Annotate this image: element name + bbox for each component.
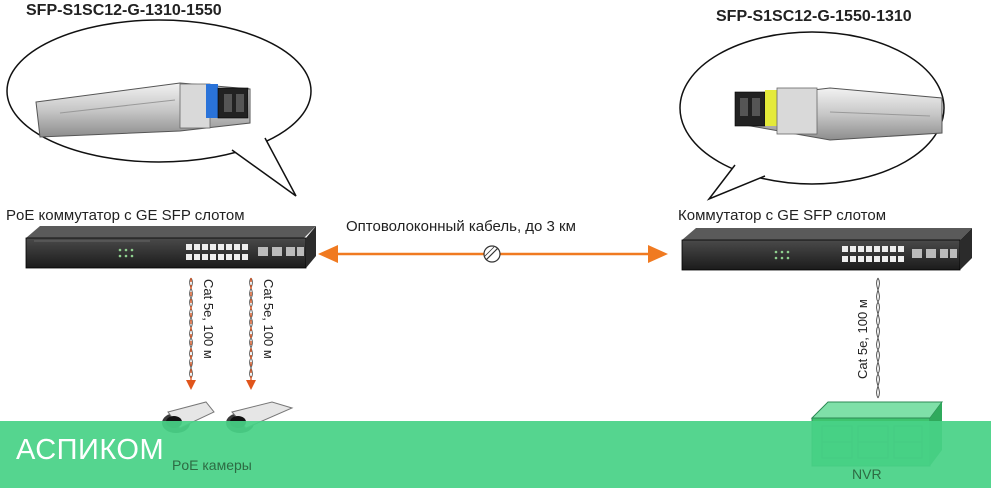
cable-left-1-label: Cat 5e, 100 м (201, 279, 216, 359)
right-module-callout (680, 32, 944, 199)
left-cable-2 (246, 278, 256, 390)
left-module-callout (7, 20, 311, 196)
blue-latch-icon (206, 84, 218, 118)
left-switch-label: PoE коммутатор с GE SFP слотом (6, 207, 245, 224)
fiber-link-arrow (318, 245, 668, 263)
right-switch-label: Коммутатор с GE SFP слотом (678, 207, 886, 224)
left-poe-switch (26, 226, 316, 268)
arrow-right-icon (648, 245, 668, 263)
right-cable (877, 278, 880, 398)
yellow-latch-icon (765, 90, 777, 126)
brand-logo-text: АСПИКОМ (16, 434, 164, 467)
arrow-left-icon (318, 245, 338, 263)
fiber-cable-label: Оптоволоконный кабель, до 3 км (346, 218, 576, 235)
nvr-caption: NVR (852, 466, 882, 482)
cameras-caption: PoE камеры (172, 457, 252, 473)
cable-right-label: Cat 5e, 100 м (855, 299, 870, 379)
right-switch (682, 228, 972, 270)
cable-left-2-label: Cat 5e, 100 м (261, 279, 276, 359)
left-cable-1 (186, 278, 196, 390)
right-module-title: SFP-S1SC12-G-1550-1310 (716, 8, 912, 26)
left-module-title: SFP-S1SC12-G-1310-1550 (26, 2, 222, 20)
